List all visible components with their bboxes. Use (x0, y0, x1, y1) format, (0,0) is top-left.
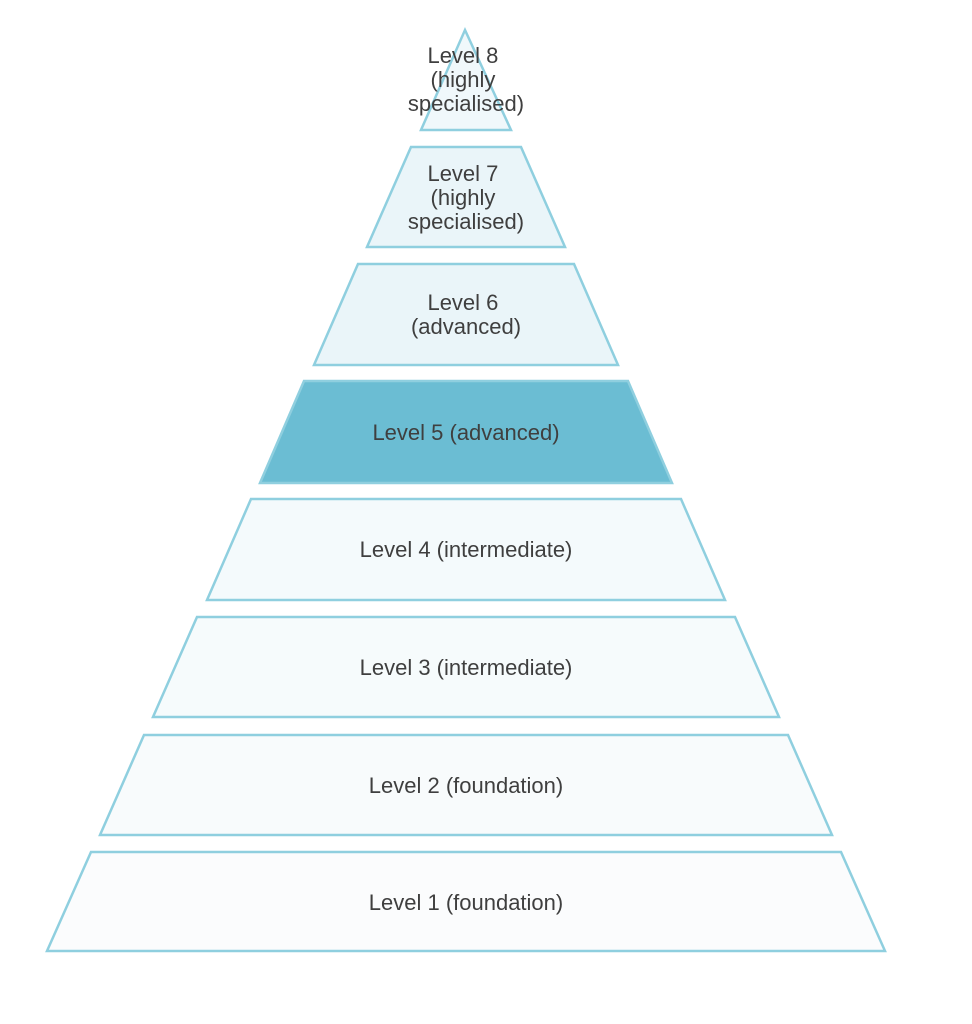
tier-level-1-shape (45, 850, 887, 953)
tier-level-2: Level 2 (foundation) (98, 733, 834, 837)
tier-level-7-shape (365, 145, 567, 249)
tier-level-1-label-line-1: Level 1 (foundation) (369, 890, 563, 915)
tier-level-6-label: Level 6 (advanced) (411, 290, 521, 339)
tier-level-5: Level 5 (advanced) (258, 379, 674, 485)
tier-level-2-shape (98, 733, 834, 837)
tier-level-6-shape (312, 262, 620, 367)
tier-level-6: Level 6 (advanced) (312, 262, 620, 367)
tier-level-8-label-line-3: specialised) (408, 91, 524, 116)
tier-level-7-label: Level 7 (highly specialised) (408, 161, 524, 234)
tier-level-8-label: Level 8 (highly specialised) (408, 43, 524, 116)
tier-level-8-label-line-2: (highly (431, 67, 496, 92)
tier-level-1: Level 1 (foundation) (45, 850, 887, 953)
tier-level-7-label-line-3: specialised) (408, 209, 524, 234)
tier-level-4: Level 4 (intermediate) (205, 497, 727, 602)
tier-level-5-label-line-1: Level 5 (advanced) (372, 420, 559, 445)
tier-level-7: Level 7 (highly specialised) (365, 145, 567, 249)
tier-level-4-shape (205, 497, 727, 602)
tier-level-3: Level 3 (intermediate) (151, 615, 781, 719)
tier-level-2-label-line-1: Level 2 (foundation) (369, 773, 563, 798)
tier-level-4-label-line-1: Level 4 (intermediate) (360, 537, 573, 562)
tier-level-5-label: Level 5 (advanced) (372, 420, 559, 445)
tier-level-5-shape (258, 379, 674, 485)
tier-level-4-label: Level 4 (intermediate) (360, 537, 573, 562)
tier-level-8-label-line-1: Level 8 (427, 43, 498, 68)
tier-level-3-shape (151, 615, 781, 719)
tier-level-6-label-line-1: Level 6 (427, 290, 498, 315)
tier-level-1-label: Level 1 (foundation) (369, 890, 563, 915)
tier-level-3-label-line-1: Level 3 (intermediate) (360, 655, 573, 680)
tier-level-6-label-line-2: (advanced) (411, 314, 521, 339)
tier-level-8: Level 8 (highly specialised) (408, 26, 524, 132)
tier-level-3-label: Level 3 (intermediate) (360, 655, 573, 680)
tier-level-2-label: Level 2 (foundation) (369, 773, 563, 798)
tier-level-8-shape (419, 26, 513, 132)
tier-level-7-label-line-2: (highly (431, 185, 496, 210)
tier-level-7-label-line-1: Level 7 (427, 161, 498, 186)
